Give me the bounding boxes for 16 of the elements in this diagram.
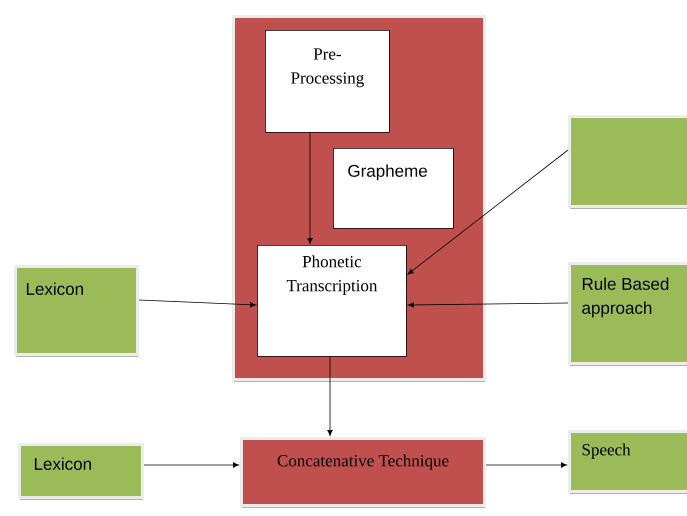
process-box: Concatenative Technique [240, 437, 486, 508]
process-box: Grapheme [333, 148, 454, 229]
arrow [144, 462, 239, 468]
arrow [408, 150, 568, 274]
arrow [327, 356, 333, 436]
arrow [408, 302, 568, 308]
process-box: Phonetic Transcription [257, 245, 407, 357]
input-box: Lexicon [14, 265, 139, 357]
arrow [486, 462, 567, 468]
arrow [138, 300, 256, 308]
process-box: Pre-Processing [265, 30, 390, 133]
input-box: Lexicon [18, 443, 144, 500]
output-box: Speech [568, 430, 687, 494]
input-box [568, 115, 687, 209]
arrow [307, 132, 313, 244]
input-box: Rule Based approach [568, 262, 687, 366]
